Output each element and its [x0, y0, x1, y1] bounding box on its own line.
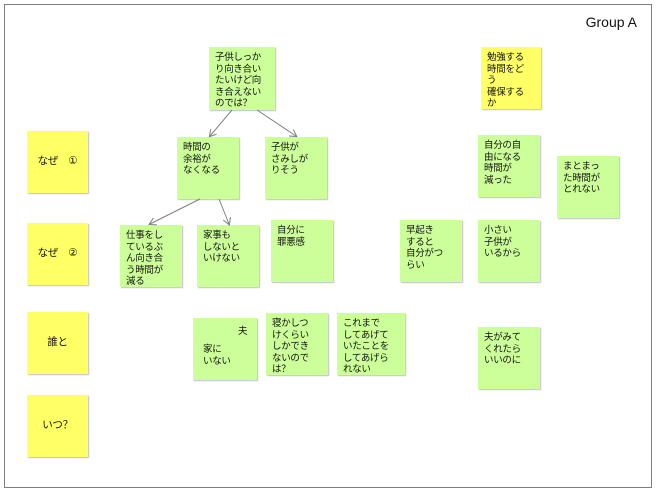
note-child-lonely[interactable]: 子供が さみしが りそう: [265, 137, 327, 199]
row-label-why-2[interactable]: なぜ ②: [27, 223, 88, 285]
note-self-guilt[interactable]: 自分に 罪悪感: [271, 220, 333, 282]
row-label-why-1[interactable]: なぜ ①: [27, 131, 88, 193]
note-less-free-time[interactable]: 自分の自 由になる 時間が 減った: [478, 135, 540, 197]
row-label-who[interactable]: 誰と: [27, 312, 88, 374]
note-cannot-do-as-before[interactable]: これまで してあげて いたことを してあげら れない: [337, 313, 405, 375]
note-no-time-margin[interactable]: 時間の 余裕が なくなる: [177, 137, 239, 199]
note-husband-absent[interactable]: 夫 家に いない: [193, 318, 257, 380]
note-husband-should-help[interactable]: 夫がみて くれたら いいのに: [478, 327, 540, 389]
note-only-bedtime[interactable]: 寝かしつ けくらい しかでき ないのでは？: [266, 313, 328, 375]
note-housework[interactable]: 家事も しないと いけない: [197, 225, 259, 287]
note-early-rise-hard[interactable]: 早起き すると 自分がつ らい: [400, 220, 462, 282]
note-cannot-face-child[interactable]: 子供しっか り向き合い たいけど向 き合えない のでは？: [209, 47, 275, 110]
note-secure-study-time[interactable]: 勉強する 時間をど う 確保する か: [481, 47, 541, 109]
note-husband-absent-label-a: 夫: [238, 326, 248, 337]
note-work-reduces-time[interactable]: 仕事をし ているぶ ん向き合 う時間が 減る: [120, 225, 182, 287]
row-label-when[interactable]: いつ？: [27, 395, 88, 457]
note-no-block-time[interactable]: まとまっ た時間が とれない: [557, 156, 619, 218]
note-husband-absent-label-b: 家に いない: [203, 344, 231, 367]
note-small-children[interactable]: 小さい 子供が いるから: [478, 220, 540, 282]
group-title: Group A: [585, 14, 637, 30]
